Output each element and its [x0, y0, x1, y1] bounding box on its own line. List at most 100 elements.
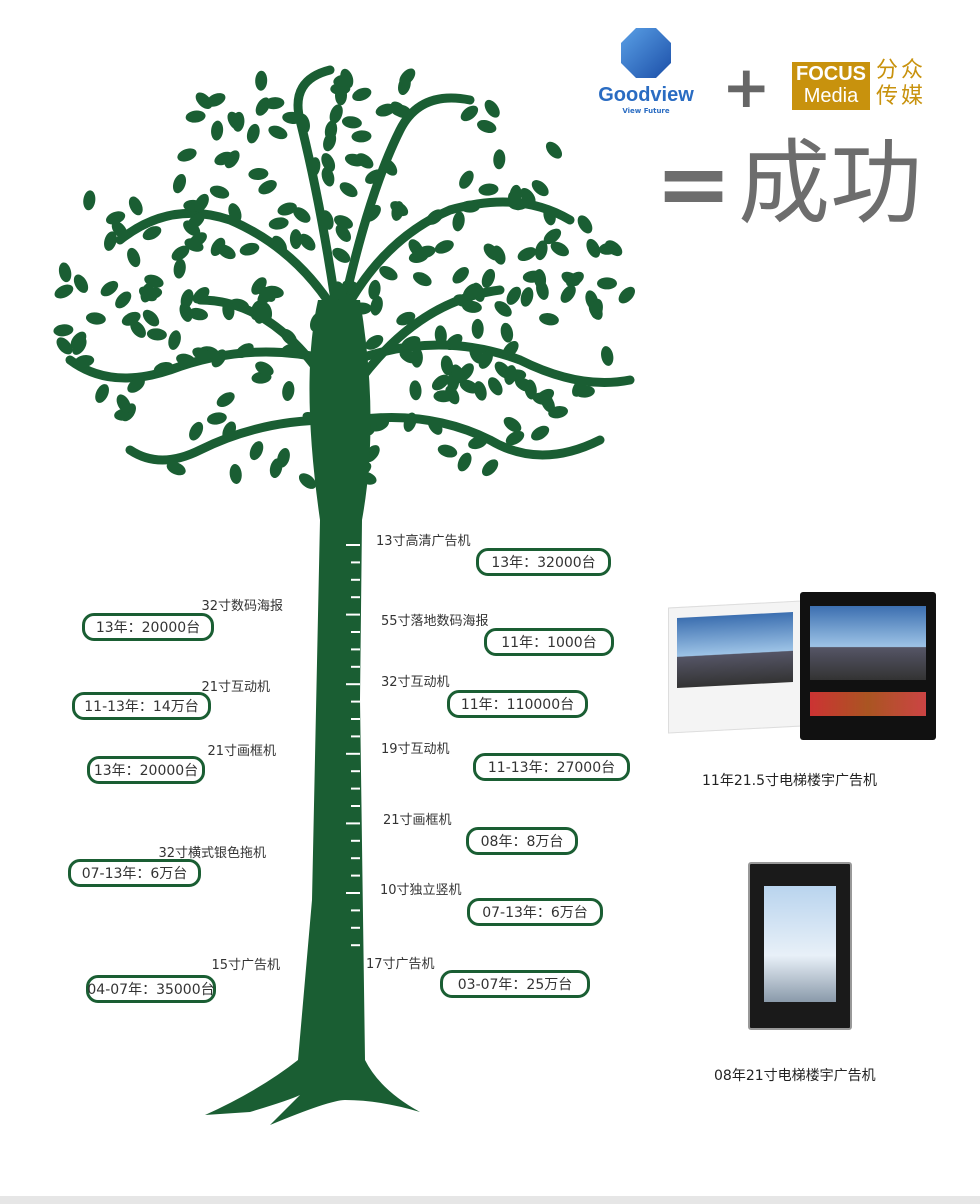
leaf-icon — [431, 374, 450, 391]
leaf-icon — [255, 70, 268, 91]
sales-bubble: 13年：32000台 — [476, 548, 611, 576]
leaf-icon — [105, 211, 126, 225]
leaf-icon — [324, 120, 338, 141]
leaf-icon — [70, 331, 87, 349]
leaf-icon — [194, 193, 209, 213]
leaf-icon — [171, 245, 190, 261]
leaf-icon — [548, 406, 569, 419]
leaf-icon — [222, 300, 235, 321]
leaf-icon — [434, 240, 454, 254]
leaf-icon — [597, 277, 617, 290]
leaf-icon — [298, 473, 317, 489]
leaf-icon — [365, 335, 384, 350]
focus-media-logo: FOCUS Media — [792, 62, 870, 110]
leaf-icon — [478, 350, 493, 369]
product-label: 19寸互动机 — [381, 742, 450, 757]
product-label: 55寸落地数码海报 — [381, 614, 489, 629]
leaf-icon — [494, 301, 512, 317]
focus-line1: FOCUS — [796, 63, 866, 85]
leaf-icon — [217, 244, 236, 260]
sales-bubble: 13年：20000台 — [82, 613, 214, 641]
leaf-icon — [282, 381, 295, 401]
leaf-icon — [127, 377, 145, 393]
leaf-icon — [445, 333, 463, 351]
leaf-icon — [502, 340, 519, 359]
leaf-icon — [271, 235, 287, 254]
leaf-icon — [352, 87, 372, 102]
leaf-icon — [574, 385, 595, 398]
tree-branch — [125, 415, 335, 465]
product-label: 15寸广告机 — [211, 958, 280, 973]
leaf-icon — [128, 196, 143, 216]
leaf-icon — [58, 262, 72, 283]
leaf-icon — [280, 328, 298, 346]
leaf-icon — [471, 282, 485, 302]
leaf-icon — [257, 287, 274, 305]
product-label: 21寸互动机 — [201, 680, 270, 695]
leaf-icon — [321, 153, 336, 172]
leaf-icon — [183, 220, 201, 237]
sales-bubble: 04-07年：35000台 — [86, 975, 216, 1003]
leaf-icon — [73, 274, 89, 293]
leaf-icon — [329, 104, 343, 124]
leaf-icon — [426, 209, 444, 225]
focus-media-cn: 分众 传媒 — [876, 58, 926, 110]
leaf-icon — [459, 170, 474, 189]
leaf-icon — [246, 123, 260, 144]
leaf-icon — [168, 330, 181, 350]
leaf-icon — [189, 421, 204, 441]
leaf-icon — [341, 116, 362, 129]
leaf-icon — [248, 167, 269, 181]
leaf-icon — [543, 205, 556, 226]
leaf-icon — [85, 312, 106, 325]
leaf-icon — [115, 291, 132, 309]
leaf-icon — [258, 180, 277, 195]
leaf-icon — [550, 241, 569, 257]
leaf-icon — [506, 286, 522, 305]
leaf-icon — [504, 365, 517, 385]
leaf-icon — [206, 93, 226, 107]
plus-sign: + — [722, 53, 771, 121]
headline: =成功 — [655, 138, 922, 230]
leaf-icon — [390, 201, 409, 217]
headline-text: 成功 — [738, 130, 923, 237]
product-label: 32寸横式银色拖机 — [158, 846, 266, 861]
leaf-icon — [379, 265, 398, 281]
leaf-icon — [484, 99, 500, 118]
leaf-icon — [176, 353, 196, 367]
sales-bubble: 07-13年：6万台 — [467, 898, 603, 926]
leaf-icon — [239, 242, 260, 256]
leaf-icon — [535, 240, 548, 261]
leaf-icon — [259, 302, 273, 323]
leaf-icon — [351, 130, 372, 143]
product-label: 32寸互动机 — [381, 675, 450, 690]
leaf-icon — [478, 183, 499, 196]
leaf-icon — [172, 173, 187, 194]
leaf-icon — [264, 97, 285, 110]
leaf-icon — [540, 393, 555, 413]
leaf-icon — [95, 384, 109, 403]
leaf-icon — [531, 180, 549, 197]
sales-bubble: 11-13年：14万台 — [72, 692, 211, 720]
leaf-icon — [255, 361, 274, 376]
leaf-icon — [517, 247, 537, 262]
focus-line2: Media — [803, 85, 859, 107]
leaf-icon — [189, 232, 207, 248]
leaf-icon — [282, 111, 303, 124]
leaf-icon — [381, 158, 398, 176]
leaf-icon — [293, 207, 311, 223]
leaf-icon — [452, 267, 469, 284]
leaf-icon — [505, 430, 525, 446]
leaf-icon — [427, 416, 443, 435]
goodview-name: Goodview — [598, 84, 694, 106]
tree-trunk — [205, 300, 420, 1125]
sales-bubble: 08年：8万台 — [466, 827, 578, 855]
leaf-icon — [403, 412, 417, 432]
leaf-icon — [524, 379, 537, 400]
leaf-icon — [459, 379, 479, 394]
leaf-icon — [104, 231, 117, 251]
leaf-icon — [277, 448, 290, 468]
sales-bubble: 11年：110000台 — [447, 690, 588, 718]
leaf-icon — [146, 328, 167, 341]
